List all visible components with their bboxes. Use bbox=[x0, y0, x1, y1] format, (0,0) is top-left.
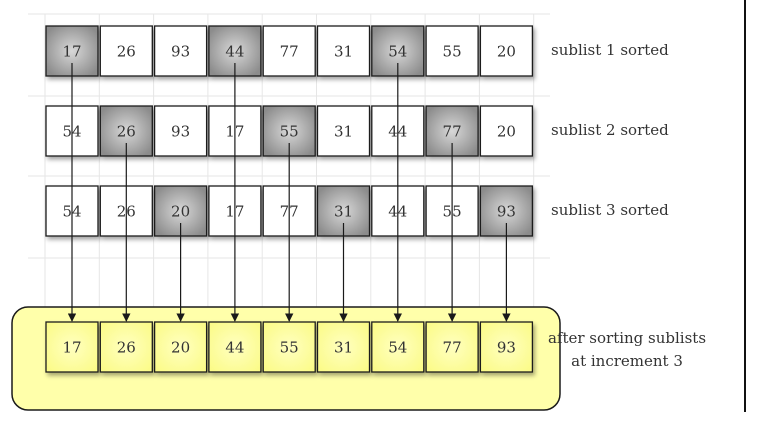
cell-value: 26 bbox=[117, 123, 136, 141]
cell-value: 93 bbox=[497, 203, 516, 221]
cell-value: 20 bbox=[171, 203, 190, 221]
cell-value: 55 bbox=[280, 123, 299, 141]
cell-value: 77 bbox=[443, 339, 462, 357]
arrows-layer bbox=[67, 63, 511, 322]
cell-box bbox=[208, 321, 262, 373]
cell-value: 17 bbox=[62, 339, 81, 357]
cell-box bbox=[99, 25, 153, 77]
cell-value: 20 bbox=[497, 43, 516, 61]
cell-value: 17 bbox=[62, 43, 81, 61]
cell-box bbox=[153, 25, 208, 77]
cell-box bbox=[425, 321, 479, 373]
cell-box bbox=[479, 105, 534, 157]
result-cell: 93 bbox=[479, 321, 534, 373]
cell-box bbox=[45, 321, 99, 373]
cell-value: 20 bbox=[497, 123, 516, 141]
sublist-1-cell: 55 bbox=[425, 25, 479, 77]
cell-value: 55 bbox=[443, 43, 462, 61]
cell-value: 31 bbox=[334, 43, 353, 61]
sublist-3-cell: 93 bbox=[479, 185, 534, 237]
cell-value: 54 bbox=[388, 339, 407, 357]
sublist-2-label: sublist 2 sorted bbox=[551, 121, 669, 139]
cell-value: 20 bbox=[171, 339, 190, 357]
sublist-1-cell: 20 bbox=[479, 25, 534, 77]
sublist-2-cell: 93 bbox=[153, 105, 208, 157]
cell-box bbox=[425, 25, 479, 77]
sublist-1-cell: 77 bbox=[262, 25, 316, 77]
result-cell: 20 bbox=[153, 321, 208, 373]
cell-box bbox=[479, 321, 534, 373]
sublist-3-label: sublist 3 sorted bbox=[551, 201, 669, 219]
sublist-3-cell: 20 bbox=[153, 185, 208, 237]
cell-box bbox=[479, 185, 534, 237]
sublist-2-cell: 20 bbox=[479, 105, 534, 157]
cell-box bbox=[316, 321, 371, 373]
cell-value: 31 bbox=[334, 339, 353, 357]
result-cell: 31 bbox=[316, 321, 371, 373]
sublist-2-cell: 31 bbox=[316, 105, 371, 157]
cell-box bbox=[371, 321, 425, 373]
right-border bbox=[744, 0, 746, 412]
cell-value: 93 bbox=[497, 339, 516, 357]
cell-value: 77 bbox=[280, 43, 299, 61]
result-label: after sorting sublists at increment 3 bbox=[542, 327, 712, 373]
cell-value: 93 bbox=[171, 123, 190, 141]
result-cell: 77 bbox=[425, 321, 479, 373]
cell-value: 31 bbox=[334, 123, 353, 141]
cell-value: 93 bbox=[171, 43, 190, 61]
cell-value: 55 bbox=[280, 339, 299, 357]
cell-box bbox=[153, 105, 208, 157]
cell-box bbox=[316, 25, 371, 77]
cell-value: 54 bbox=[388, 43, 407, 61]
result-cell: 44 bbox=[208, 321, 262, 373]
result-cell: 55 bbox=[262, 321, 316, 373]
cell-value: 44 bbox=[225, 43, 244, 61]
cell-box bbox=[262, 321, 316, 373]
cell-value: 26 bbox=[117, 43, 136, 61]
cell-box bbox=[153, 185, 208, 237]
cell-box bbox=[479, 25, 534, 77]
result-cell: 26 bbox=[99, 321, 153, 373]
cell-value: 31 bbox=[334, 203, 353, 221]
result-cell: 54 bbox=[371, 321, 425, 373]
cell-box bbox=[262, 25, 316, 77]
sublist-1-cell: 31 bbox=[316, 25, 371, 77]
sublist-1-cell: 93 bbox=[153, 25, 208, 77]
cell-value: 44 bbox=[225, 339, 244, 357]
sublist-1-cell: 26 bbox=[99, 25, 153, 77]
cell-box bbox=[153, 321, 208, 373]
result-label-line2: at increment 3 bbox=[571, 352, 683, 370]
sublist-1-label: sublist 1 sorted bbox=[551, 41, 669, 59]
result-cell: 17 bbox=[45, 321, 99, 373]
cell-box bbox=[316, 105, 371, 157]
cell-value: 77 bbox=[443, 123, 462, 141]
cell-box bbox=[99, 321, 153, 373]
cell-value: 26 bbox=[117, 339, 136, 357]
result-label-line1: after sorting sublists bbox=[547, 329, 707, 347]
